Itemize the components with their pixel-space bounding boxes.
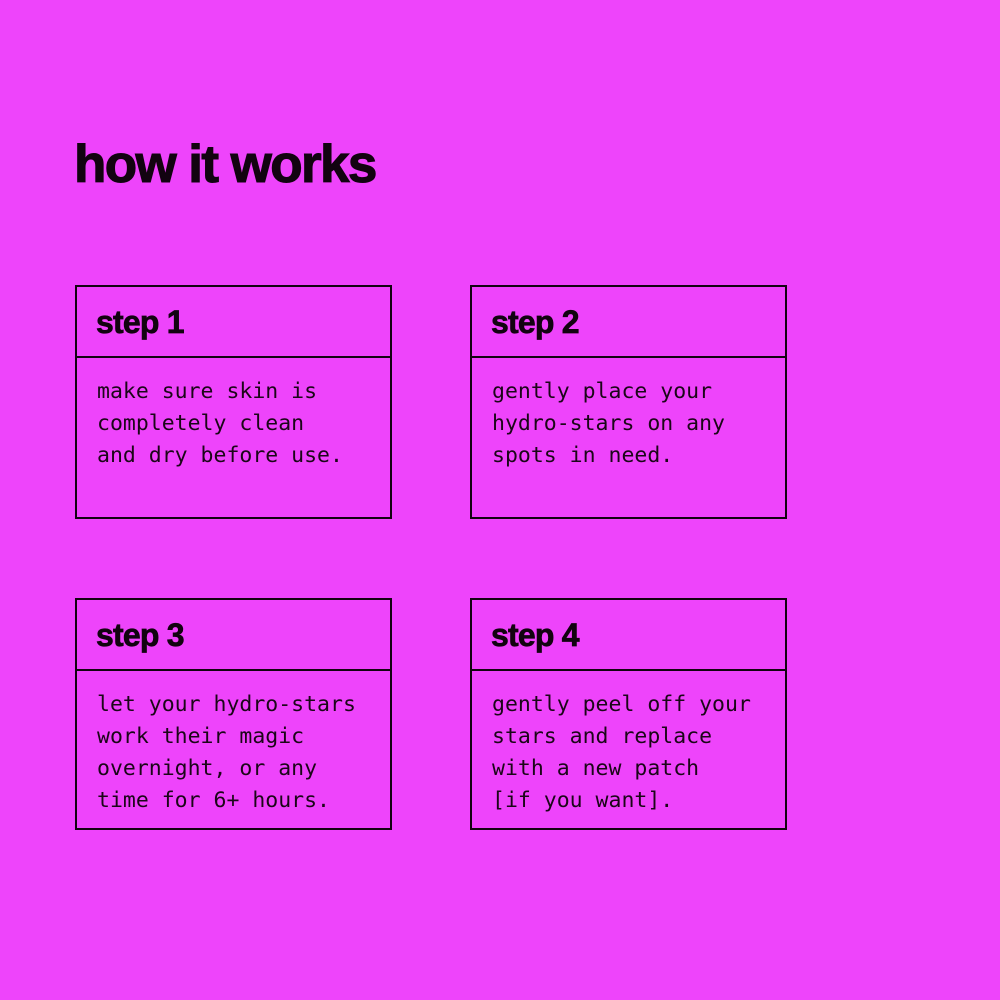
step-card-2-title: step 2: [491, 303, 580, 340]
step-card-4-text: gently peel off your stars and replace w…: [492, 692, 751, 813]
step-card-2-header: step 2: [472, 287, 785, 358]
step-card-3-title: step 3: [96, 616, 185, 653]
step-card-3-body: let your hydro-stars work their magic ov…: [77, 671, 390, 828]
step-card-3-text: let your hydro-stars work their magic ov…: [97, 692, 356, 813]
step-card-1-text: make sure skin is completely clean and d…: [97, 379, 343, 468]
step-card-2: step 2 gently place your hydro-stars on …: [470, 285, 787, 519]
steps-grid: step 1 make sure skin is completely clea…: [75, 285, 787, 830]
step-card-1-header: step 1: [77, 287, 390, 358]
step-card-1-title: step 1: [96, 303, 185, 340]
page-title: how it works: [73, 134, 377, 194]
step-card-2-body: gently place your hydro-stars on any spo…: [472, 358, 785, 517]
step-card-1: step 1 make sure skin is completely clea…: [75, 285, 392, 519]
step-card-4-header: step 4: [472, 600, 785, 671]
step-card-4-title: step 4: [491, 616, 580, 653]
step-card-2-text: gently place your hydro-stars on any spo…: [492, 379, 725, 468]
step-card-1-body: make sure skin is completely clean and d…: [77, 358, 390, 517]
step-card-3: step 3 let your hydro-stars work their m…: [75, 598, 392, 830]
step-card-4-body: gently peel off your stars and replace w…: [472, 671, 785, 828]
step-card-3-header: step 3: [77, 600, 390, 671]
step-card-4: step 4 gently peel off your stars and re…: [470, 598, 787, 830]
